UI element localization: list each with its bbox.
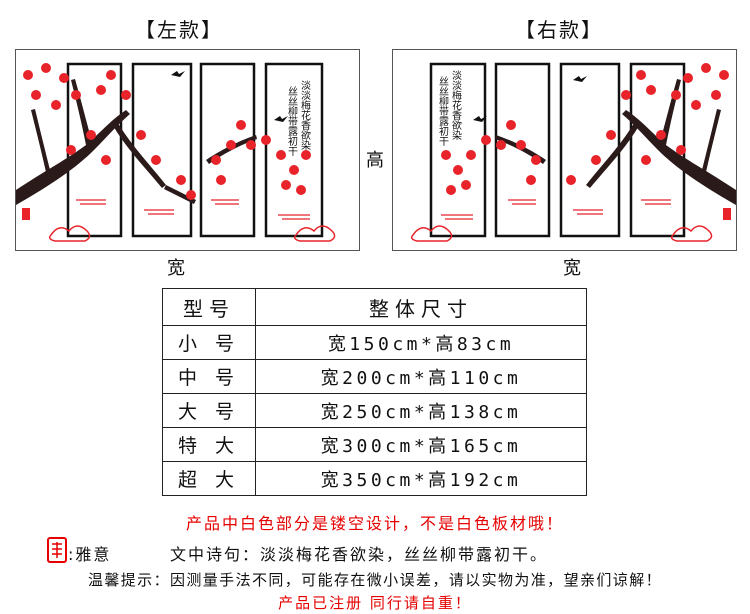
table-row: 大 号 宽250cm*高138cm: [162, 393, 587, 428]
seal-icon: [47, 537, 67, 563]
right-style-image: 淡淡梅花香欲染 丝丝柳带露初干: [392, 49, 737, 251]
left-wall-sticker-illustration: 淡淡梅花香欲染 丝丝柳带露初干: [16, 62, 336, 242]
row-model: 大 号: [162, 393, 256, 428]
left-style-image: 淡淡梅花香欲染 丝丝柳带露初干: [15, 49, 360, 251]
svg-text:丝丝柳带露初干: 丝丝柳带露初干: [437, 76, 449, 147]
right-wall-sticker-illustration: 淡淡梅花香欲染 丝丝柳带露初干: [410, 62, 736, 242]
header-model: 型号: [162, 288, 256, 326]
row-size: 宽300cm*高165cm: [255, 427, 587, 462]
svg-text:淡淡梅花香欲染: 淡淡梅花香欲染: [450, 70, 462, 141]
row-size: 宽250cm*高138cm: [255, 393, 587, 428]
poem-prefix: :雅意: [68, 545, 112, 564]
reminder-note: 温馨提示：因测量手法不同，可能存在微小误差，请以实物为准，望亲们谅解！: [87, 571, 662, 589]
table-header-row: 型号 整体尺寸: [162, 288, 587, 326]
poem-line: 文中诗句：淡淡梅花香欲染，丝丝柳带露初干。: [170, 545, 549, 564]
header-size: 整体尺寸: [255, 288, 587, 326]
registered-note: 产品已注册 同行请自重！: [278, 594, 472, 612]
left-style-title: 【左款】: [135, 18, 223, 42]
row-model: 超 大: [162, 461, 256, 496]
row-size: 宽150cm*高83cm: [255, 325, 587, 360]
left-poem-text: 淡淡梅花香欲染 丝丝柳带露初干: [286, 80, 311, 157]
svg-text:丝丝柳带露初干: 丝丝柳带露初干: [286, 86, 298, 157]
table-row: 小 号 宽150cm*高83cm: [162, 325, 587, 360]
poem-line-row: :雅意 文中诗句：淡淡梅花香欲染，丝丝柳带露初干。: [46, 536, 736, 566]
size-table: 型号 整体尺寸 小 号 宽150cm*高83cm 中 号 宽200cm*高110…: [162, 288, 587, 496]
table-row: 超 大 宽350cm*高192cm: [162, 461, 587, 496]
right-style-title: 【右款】: [515, 18, 603, 42]
row-model: 小 号: [162, 325, 256, 360]
seal-icon: [723, 208, 731, 220]
table-row: 特 大 宽300cm*高165cm: [162, 427, 587, 462]
row-size: 宽200cm*高110cm: [255, 359, 587, 394]
seal-icon: [22, 208, 30, 220]
height-label: 高: [366, 150, 384, 171]
table-row: 中 号 宽200cm*高110cm: [162, 359, 587, 394]
hollow-note: 产品中白色部分是镂空设计，不是白色板材哦！: [185, 514, 564, 533]
row-model: 中 号: [162, 359, 256, 394]
width-label-left: 宽: [167, 258, 185, 279]
row-model: 特 大: [162, 427, 256, 462]
width-label-right: 宽: [563, 258, 581, 279]
row-size: 宽350cm*高192cm: [255, 461, 587, 496]
right-poem-text: 淡淡梅花香欲染 丝丝柳带露初干: [437, 70, 462, 147]
svg-text:淡淡梅花香欲染: 淡淡梅花香欲染: [299, 80, 311, 151]
